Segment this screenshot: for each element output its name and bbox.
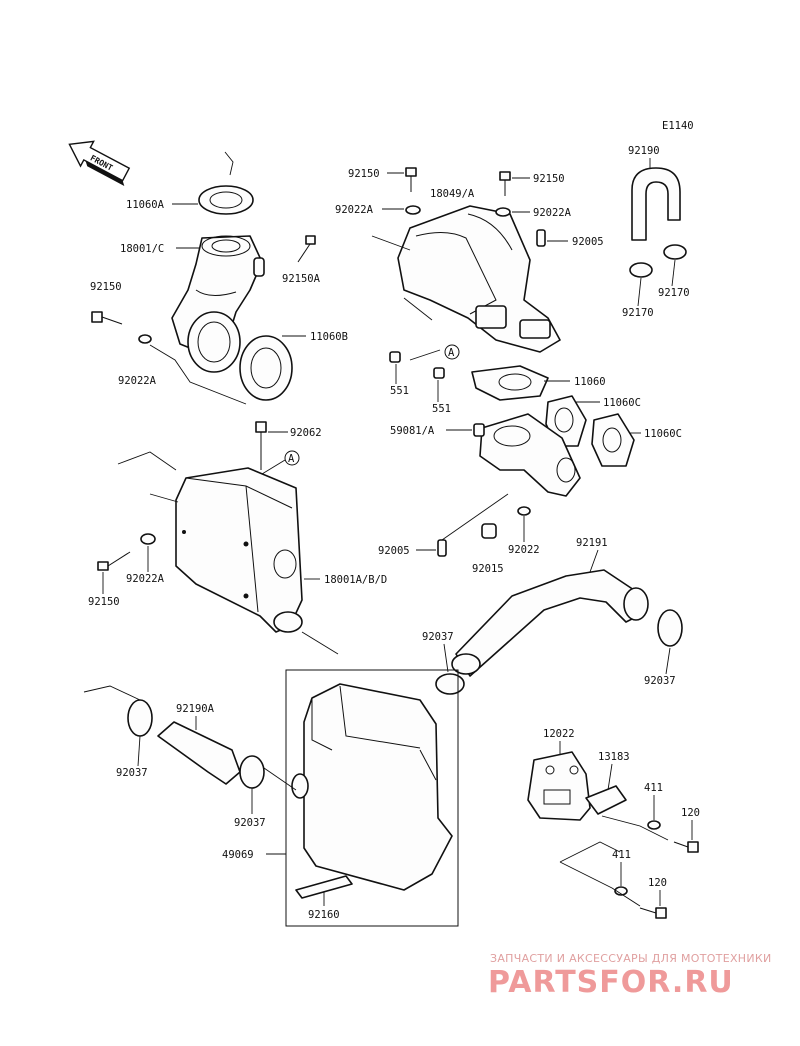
label-92190a: 92190A: [176, 703, 215, 715]
expansion-chamber-assembly: [97, 421, 339, 655]
gasket-11060b: [239, 335, 293, 401]
label-92022a-left: 92022A: [118, 375, 157, 387]
label-92150-mid-a: 92150: [348, 168, 380, 180]
hose-92190-assembly: [629, 167, 687, 278]
tail-pipe-assembly: [435, 569, 683, 695]
callout-a-upper: A: [448, 347, 455, 359]
clamp-92170-b: [663, 244, 687, 260]
washer-92022: [517, 506, 531, 516]
label-92022: 92022: [508, 544, 540, 556]
muffler-group-frame: [285, 669, 459, 927]
label-120-b: 120: [648, 877, 667, 889]
washer-411-a: [647, 820, 661, 830]
muffler-assembly: [83, 669, 459, 927]
label-11060c-a: 11060C: [603, 397, 641, 409]
callout-a-lower: A: [288, 453, 295, 465]
label-551-a: 551: [390, 385, 409, 397]
bolt-92150-low: [97, 551, 131, 571]
fitting-92005-low: [437, 539, 447, 557]
chamber-18001abd: [175, 467, 303, 633]
muffler-49069: [303, 683, 453, 891]
label-59081a: 59081/A: [390, 425, 435, 437]
washer-92022a-mid-a: [405, 205, 421, 215]
pad-92160: [295, 875, 353, 899]
label-12022: 12022: [543, 728, 575, 740]
label-120-a: 120: [681, 807, 700, 819]
bolt-92150-left: [91, 311, 123, 325]
label-92005-low: 92005: [378, 545, 410, 557]
label-92037-b: 92037: [422, 631, 454, 643]
gasket-11060: [471, 365, 549, 401]
label-92022a-mid-b: 92022A: [533, 207, 572, 219]
hose-92190a: [157, 721, 241, 785]
label-92150-left-top: 92150: [90, 281, 122, 293]
bracket-13183: [585, 785, 627, 815]
label-92062: 92062: [290, 427, 322, 439]
label-92037-c: 92037: [116, 767, 148, 779]
label-92015: 92015: [472, 563, 504, 575]
clamp-92037-d: [239, 755, 265, 789]
watermark-tagline: ЗАПЧАСТИ И АКСЕССУАРЫ ДЛЯ МОТОТЕХНИКИ: [490, 952, 772, 965]
bolt-92150a: [297, 235, 316, 263]
label-92170-b: 92170: [622, 307, 654, 319]
tail-pipe-92191: [455, 569, 647, 677]
exhaust-elbow-assembly: [91, 151, 316, 405]
manifold-18049a: [397, 205, 561, 353]
clamp-92037-b: [435, 673, 465, 695]
plug-551-a: [389, 351, 401, 363]
washer-92022a-left: [138, 334, 152, 344]
label-411-b: 411: [612, 849, 631, 861]
bolt-120-a: [673, 841, 699, 853]
outlet-pipe-59081a: [479, 413, 581, 497]
clamp-92037-a: [657, 609, 683, 647]
label-92150a-top: 92150A: [282, 273, 321, 285]
plate-12022: [527, 751, 591, 821]
label-11060a: 11060A: [126, 199, 165, 211]
label-92190: 92190: [628, 145, 660, 157]
label-411-a: 411: [644, 782, 663, 794]
label-92191: 92191: [576, 537, 608, 549]
watermark-logo: PARTSFOR.RU: [488, 965, 734, 1000]
bolt-120-b: [639, 907, 667, 919]
gasket-11060c-b: [591, 413, 635, 467]
washer-92022a-mid-b: [495, 207, 511, 217]
exhaust-manifold-assembly: [371, 167, 561, 379]
label-11060: 11060: [574, 376, 606, 388]
washer-411-b: [614, 886, 628, 896]
label-11060b: 11060B: [310, 331, 348, 343]
label-18001abd: 18001A/B/D: [324, 574, 387, 586]
plug-551-b: [433, 367, 445, 379]
label-49069: 49069: [222, 849, 254, 861]
bolt-92062: [255, 421, 267, 470]
label-92037-a: 92037: [644, 675, 676, 687]
label-551-b: 551: [432, 403, 451, 415]
fitting-92015: [481, 523, 497, 539]
diagram-code: E1140: [662, 120, 694, 132]
outlet-assembly: [437, 365, 635, 557]
label-92170-a: 92170: [658, 287, 690, 299]
bolt-92150-mid-a: [405, 167, 417, 192]
label-18001c: 18001/C: [120, 243, 164, 255]
clamp-92037-c: [127, 699, 153, 737]
label-13183: 13183: [598, 751, 630, 763]
hose-92190: [631, 167, 681, 241]
label-18049a: 18049/A: [430, 188, 475, 200]
label-92022a-low: 92022A: [126, 573, 165, 585]
gasket-11060a: [198, 185, 254, 215]
label-92037-d: 92037: [234, 817, 266, 829]
bracket-assembly: [527, 751, 699, 919]
label-11060c-b: 11060C: [644, 428, 682, 440]
washer-92022a-low: [140, 533, 156, 545]
label-92022a-mid-a: 92022A: [335, 204, 374, 216]
label-92150-low: 92150: [88, 596, 120, 608]
bolt-92150-mid-b: [499, 171, 511, 196]
label-92160: 92160: [308, 909, 340, 921]
fitting-92005-top: [536, 229, 546, 247]
clamp-92170-a: [629, 262, 653, 278]
label-92005-top: 92005: [572, 236, 604, 248]
label-92150-mid-b: 92150: [533, 173, 565, 185]
front-arrow-icon: FRONT: [68, 140, 131, 186]
